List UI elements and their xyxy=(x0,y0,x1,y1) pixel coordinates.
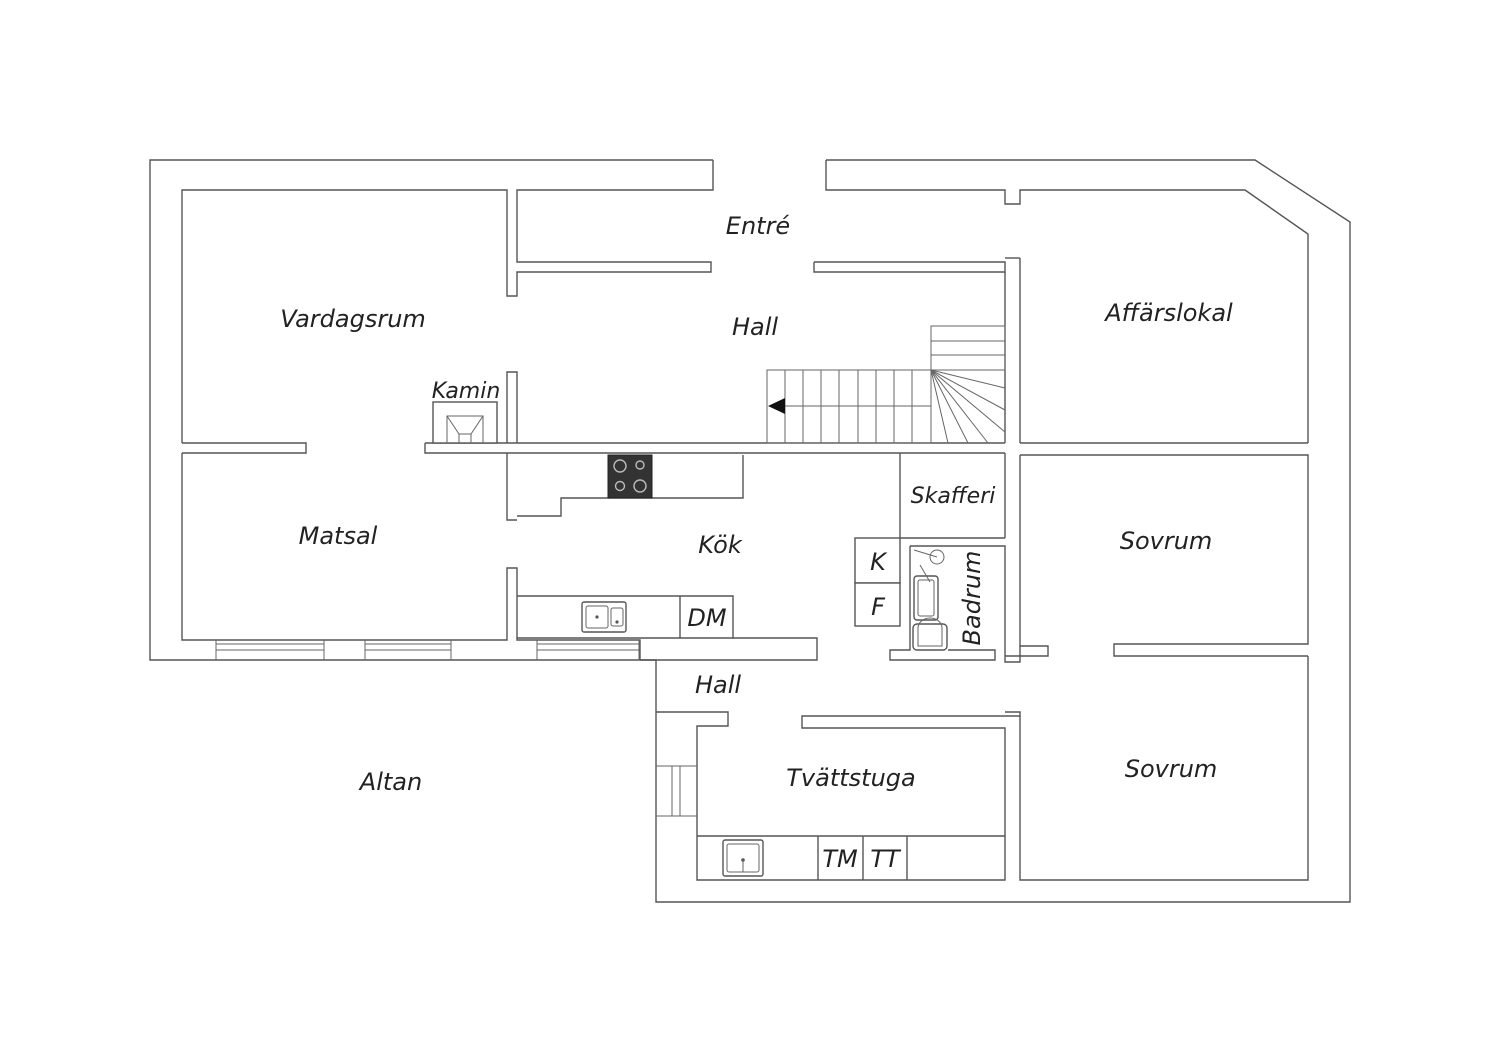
label-hall-upper: Hall xyxy=(732,313,778,341)
label-matsal: Matsal xyxy=(299,522,378,550)
label-kok: Kök xyxy=(698,531,743,559)
fireplace xyxy=(432,401,498,444)
label-tvattmaskin: TM xyxy=(822,845,858,873)
windows xyxy=(215,640,640,660)
label-badrum: Badrum xyxy=(958,551,986,646)
label-skafferi: Skafferi xyxy=(911,484,996,509)
interior-walls xyxy=(181,257,1309,881)
label-kyl: K xyxy=(870,548,888,576)
label-tvattstuga: Tvättstuga xyxy=(786,764,915,792)
bathroom-fixtures xyxy=(912,549,948,651)
label-hall-lower: Hall xyxy=(695,671,741,699)
label-vardagsrum: Vardagsrum xyxy=(280,305,426,333)
label-affarslokal: Affärslokal xyxy=(1103,299,1233,327)
laundry-sink-icon xyxy=(722,839,764,877)
label-altan: Altan xyxy=(358,768,422,796)
kitchen-counter-upper xyxy=(517,454,744,517)
stair-arrow-icon xyxy=(768,398,785,414)
label-entre: Entré xyxy=(726,212,790,240)
label-sovrum-2: Sovrum xyxy=(1125,755,1218,783)
label-frys: F xyxy=(871,593,886,621)
label-diskmaskin: DM xyxy=(687,604,726,632)
kitchen-sink-icon xyxy=(581,601,627,633)
staircase xyxy=(766,325,1006,444)
label-sovrum-1: Sovrum xyxy=(1120,527,1213,555)
stove-icon xyxy=(607,454,653,499)
outer-walls xyxy=(149,159,1351,903)
fridge-freezer xyxy=(854,537,901,627)
label-kamin: Kamin xyxy=(432,379,501,404)
label-torktumlare: TT xyxy=(870,845,902,873)
